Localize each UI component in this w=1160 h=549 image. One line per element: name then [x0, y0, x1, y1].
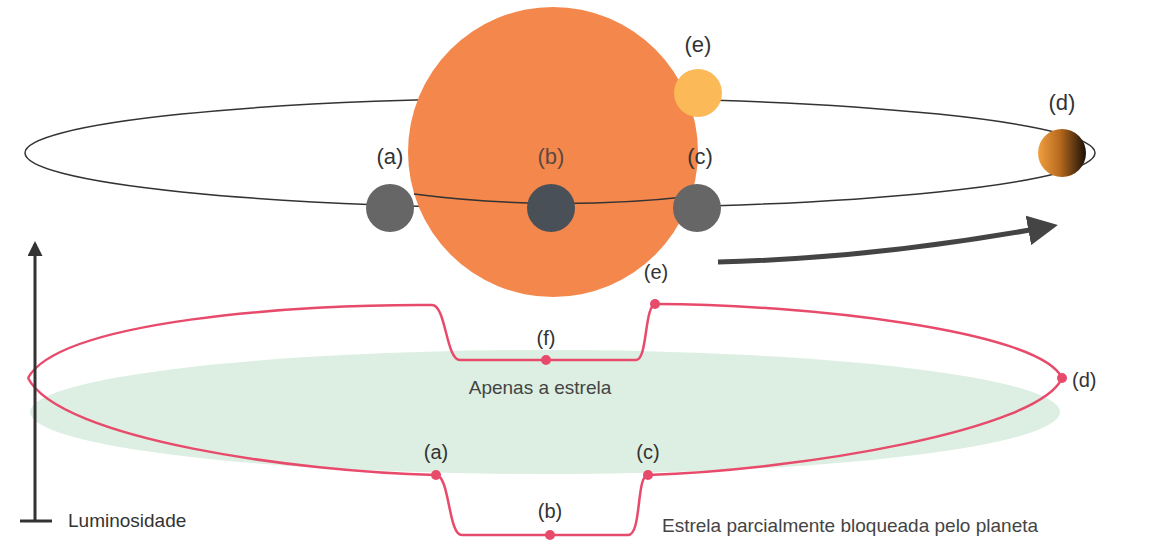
light-curve-top — [28, 304, 1062, 378]
planet-label: (a) — [377, 145, 404, 169]
curve-point — [545, 530, 555, 540]
curve-point — [1057, 373, 1067, 383]
motion-arrow — [718, 226, 1052, 262]
curve-region-label: Estrela parcialmente bloqueada pelo plan… — [662, 516, 1038, 537]
curve-point-label: (d) — [1072, 369, 1096, 391]
axis-label: Luminosidade — [68, 511, 186, 532]
curve-point — [541, 355, 551, 365]
planet-label: (e) — [685, 33, 712, 57]
curve-point — [643, 470, 653, 480]
light-curve-band — [30, 350, 1060, 474]
curve-point — [650, 299, 660, 309]
star — [408, 7, 698, 297]
curve-point-label: (b) — [538, 500, 562, 522]
planet-label: (c) — [687, 145, 713, 169]
planet-c — [673, 184, 721, 232]
curve-point — [431, 470, 441, 480]
luminosity-axis — [34, 244, 37, 521]
curve-region-label: Apenas a estrela — [469, 378, 612, 399]
curve-point-label: (c) — [636, 441, 659, 463]
curve-point-label: (a) — [424, 441, 448, 463]
planet-b — [527, 184, 575, 232]
curve-point-label: (f) — [537, 327, 556, 349]
axis-base — [20, 520, 52, 523]
curve-point-label: (e) — [644, 261, 668, 283]
planet-a — [366, 184, 414, 232]
planet-e — [674, 69, 722, 117]
planet-d — [1038, 129, 1086, 177]
light-curve-bottom — [28, 378, 1062, 535]
planet-label: (d) — [1049, 91, 1076, 115]
planet-label: (b) — [538, 145, 565, 169]
